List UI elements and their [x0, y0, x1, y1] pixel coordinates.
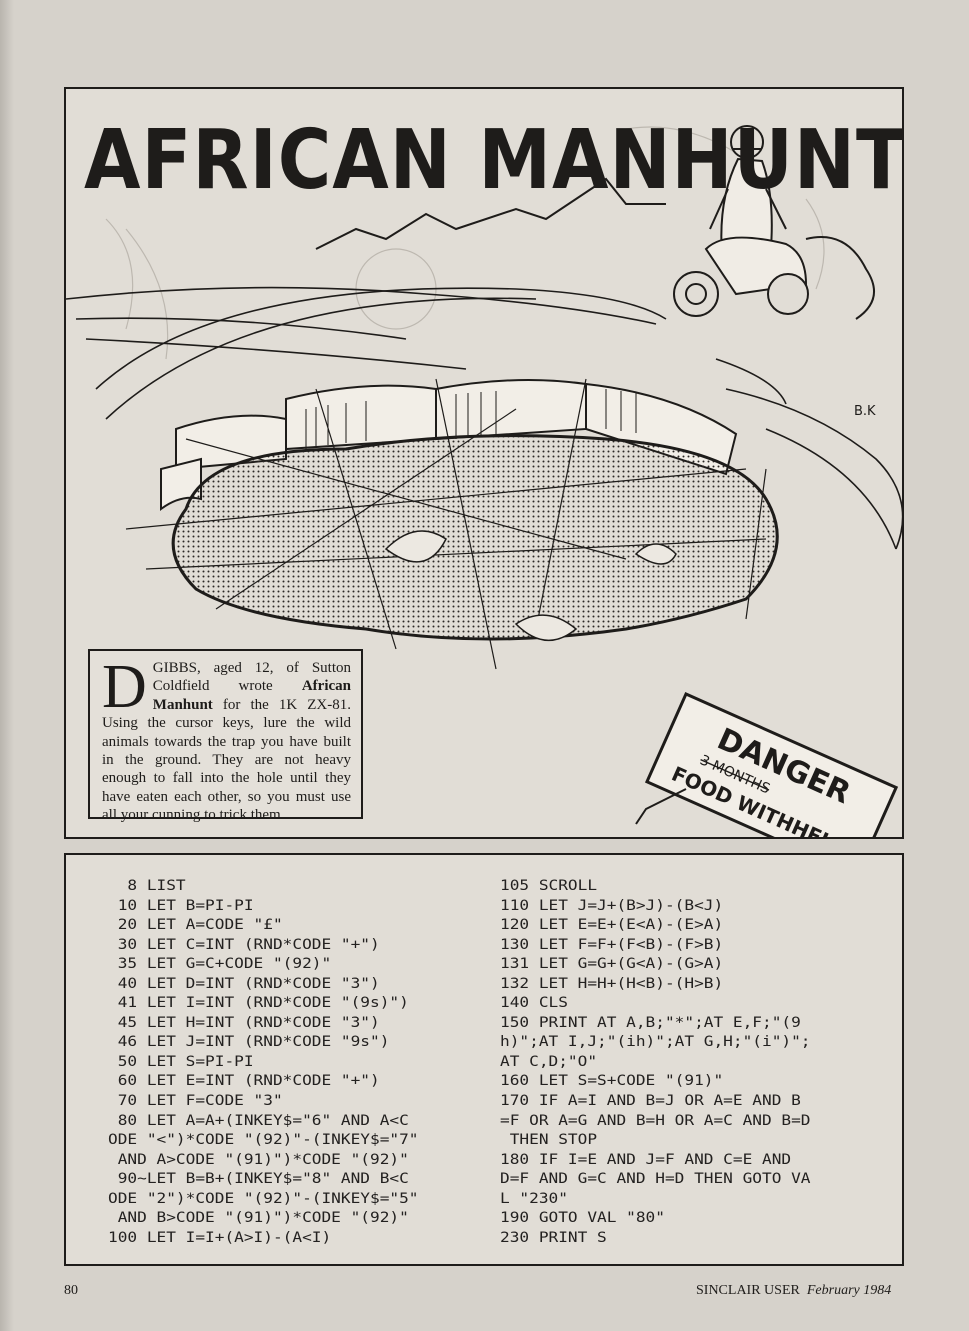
intro-text-part1: GIBBS, aged 12, of Sutton Coldfield wrot…	[152, 660, 351, 695]
artist-signature: B.K	[854, 404, 876, 419]
trap-illustration: DANGER 3 MONTHS FOOD WITHHELD B.K	[66, 125, 902, 837]
page-gutter	[0, 0, 14, 1331]
drop-cap: D	[102, 653, 147, 721]
magazine-credit: SINCLAIR USER February 1984	[696, 1283, 891, 1299]
intro-text-part2: for the 1K ZX-81. Using the cursor keys,…	[102, 696, 351, 824]
magazine-name: SINCLAIR USER	[696, 1283, 800, 1298]
illustration-panel: DANGER 3 MONTHS FOOD WITHHELD B.K AFRICA…	[64, 87, 904, 839]
leaves	[384, 530, 677, 642]
motorbike-rider	[673, 125, 875, 320]
program-listing: 8 LIST 10 LET B=PI-PI 20 LET A=CODE "£" …	[64, 853, 904, 1266]
speed-lines	[66, 286, 902, 550]
listing-right-column: 105 SCROLL 110 LET J=J+(B>J)-(B<J) 120 L…	[500, 878, 811, 1246]
issue-date: February 1984	[806, 1283, 892, 1298]
pit	[171, 434, 779, 641]
trap-walls	[160, 379, 738, 511]
wall-hatching	[305, 389, 637, 449]
page-number: 80	[64, 1283, 78, 1298]
mountains	[315, 177, 666, 250]
program-name: African Manhunt	[152, 678, 351, 713]
danger-sign: DANGER 3 MONTHS FOOD WITHHELD	[635, 692, 899, 837]
listing-left-column: 8 LIST 10 LET B=PI-PI 20 LET A=CODE "£" …	[108, 878, 419, 1246]
trip-wires	[125, 378, 767, 670]
article-title: AFRICAN MANHUNT	[84, 113, 904, 209]
